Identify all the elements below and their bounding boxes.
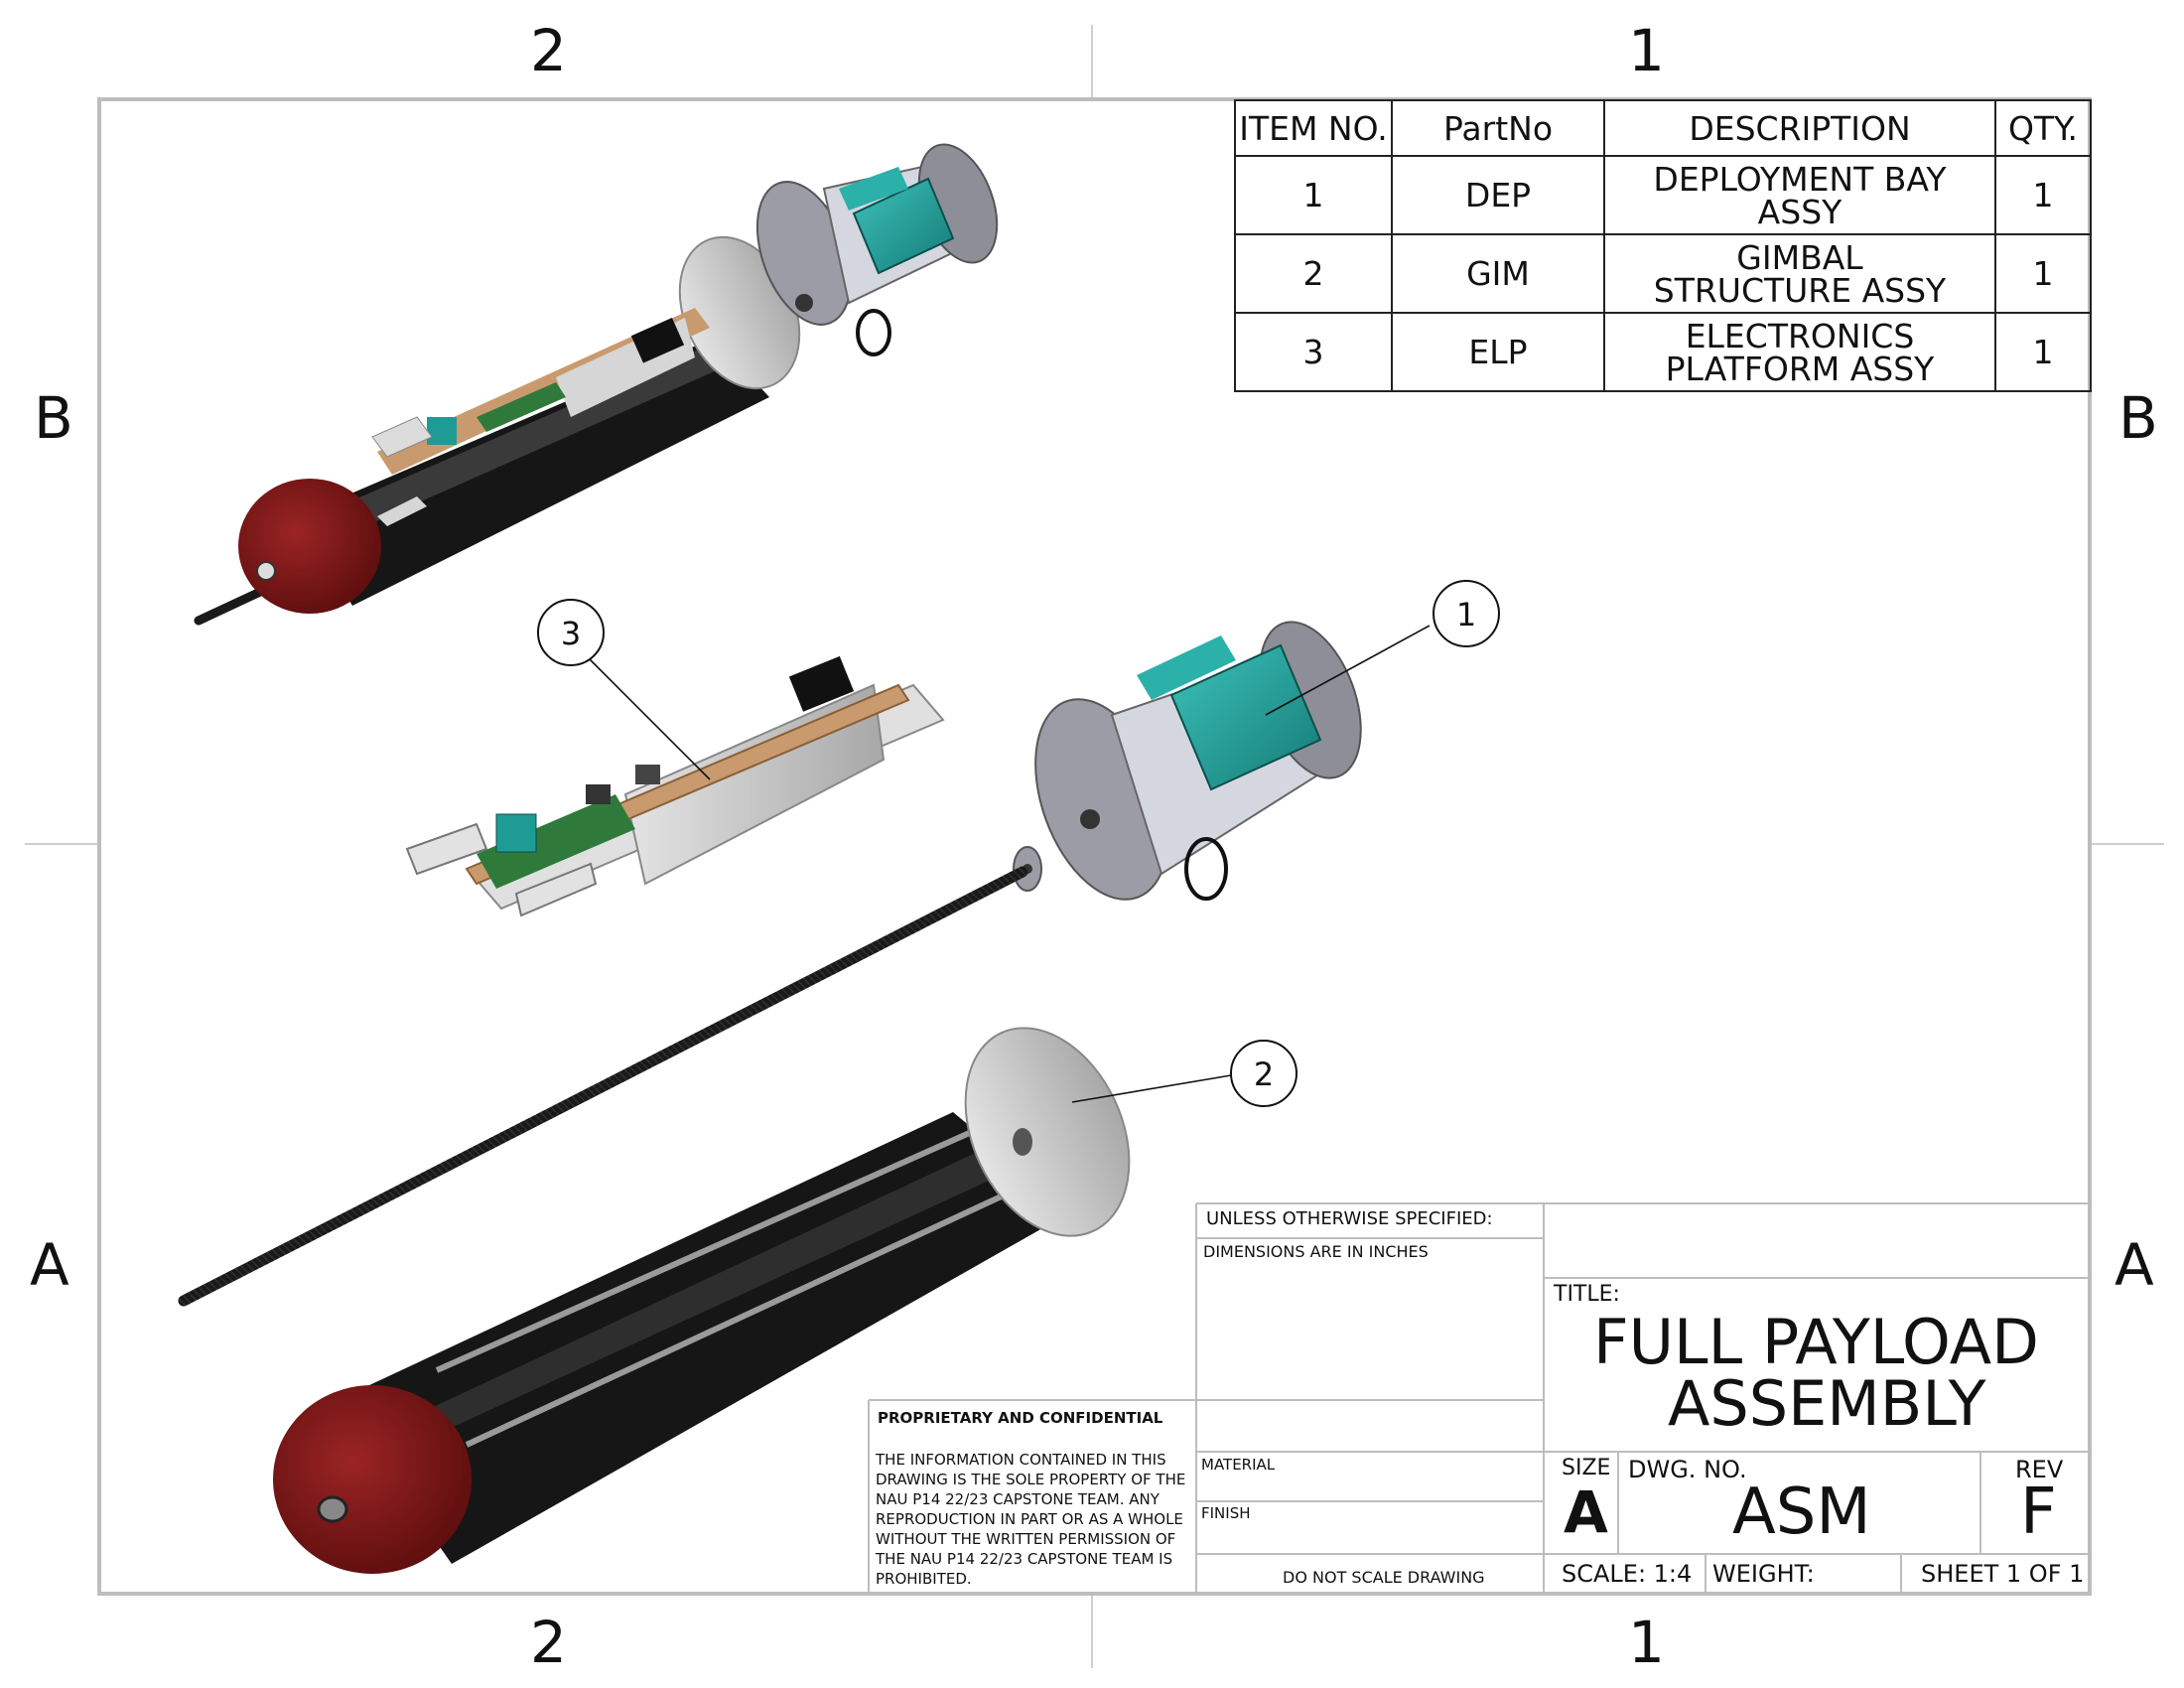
zone-label-left-b: B: [34, 384, 73, 452]
zone-label-bottom-2: 2: [530, 1609, 567, 1676]
do-not-scale-note: DO NOT SCALE DRAWING: [1283, 1568, 1485, 1587]
assembled-view: [194, 143, 999, 626]
balloon-3-circle: [537, 599, 605, 666]
zone-label-top-2: 2: [530, 17, 567, 84]
drawing-title-line2: ASSEMBLY: [1668, 1367, 1986, 1440]
bom-qty: 1: [1994, 155, 2092, 235]
title-label: TITLE:: [1554, 1282, 1620, 1307]
bom-row: 2 GIM GIMBAL STRUCTURE ASSY 1: [1234, 233, 2092, 314]
sheet-number: SHEET 1 OF 1: [1921, 1560, 2085, 1588]
bom-partno: ELP: [1391, 312, 1605, 392]
dimensions-note: DIMENSIONS ARE IN INCHES: [1203, 1242, 1429, 1261]
title-block-lines: [868, 1202, 2090, 1594]
zone-label-left-a: A: [30, 1231, 69, 1299]
zone-label-top-1: 1: [1628, 17, 1665, 84]
dwg-no-value: ASM: [1732, 1476, 1871, 1549]
balloon-3-leader: [585, 654, 711, 780]
material-label: MATERIAL: [1201, 1456, 1276, 1474]
bom-header-row: ITEM NO. PartNo DESCRIPTION QTY.: [1234, 99, 2092, 157]
zone-label-right-b: B: [2118, 384, 2158, 452]
bom-description: DEPLOYMENT BAY ASSY: [1603, 155, 1996, 235]
balloon-2-leader: [1071, 1074, 1232, 1103]
proprietary-heading: PROPRIETARY AND CONFIDENTIAL: [878, 1409, 1163, 1427]
bom-description: GIMBAL STRUCTURE ASSY: [1603, 233, 1996, 314]
bom-header-partno: PartNo: [1391, 99, 1605, 157]
bom-partno: GIM: [1391, 233, 1605, 314]
bom-description: ELECTRONICS PLATFORM ASSY: [1603, 312, 1996, 392]
balloon-1-label: 1: [1456, 596, 1476, 633]
balloon-3-label: 3: [561, 615, 581, 652]
size-label: SIZE: [1562, 1456, 1611, 1480]
rev-label: REV: [2015, 1456, 2064, 1483]
zone-label-right-a: A: [2115, 1231, 2154, 1299]
drawing-title-line1: FULL PAYLOAD: [1593, 1306, 2039, 1378]
border-frame: [97, 97, 2092, 1596]
bom-item-no: 1: [1234, 155, 1393, 235]
balloon-1-circle: [1433, 580, 1500, 647]
weight-label: WEIGHT:: [1712, 1560, 1815, 1588]
balloon-2-circle: [1230, 1040, 1297, 1107]
dwg-no-label: DWG. NO.: [1628, 1456, 1747, 1483]
bom-item-no: 2: [1234, 233, 1393, 314]
size-value: A: [1564, 1478, 1608, 1546]
bill-of-materials-table: ITEM NO. PartNo DESCRIPTION QTY. 1 DEP D…: [1234, 99, 2092, 392]
deployment-bay-part: [1013, 621, 1362, 901]
bom-item-no: 3: [1234, 312, 1393, 392]
bom-partno: DEP: [1391, 155, 1605, 235]
bom-header-qty: QTY.: [1994, 99, 2092, 157]
bom-header-description: DESCRIPTION: [1603, 99, 1996, 157]
bom-header-item-no: ITEM NO.: [1234, 99, 1393, 157]
zone-label-bottom-1: 1: [1628, 1609, 1665, 1676]
gimbal-structure-part: [178, 866, 1131, 1574]
electronics-platform-part: [405, 655, 945, 917]
rev-value: F: [2020, 1476, 2057, 1549]
finish-label: FINISH: [1201, 1504, 1251, 1522]
unless-specified-note: UNLESS OTHERWISE SPECIFIED:: [1206, 1208, 1493, 1229]
proprietary-notice: THE INFORMATION CONTAINED IN THIS DRAWIN…: [876, 1451, 1186, 1588]
scale-value: SCALE: 1:4: [1562, 1560, 1693, 1588]
bom-row: 1 DEP DEPLOYMENT BAY ASSY 1: [1234, 155, 2092, 235]
bom-qty: 1: [1994, 233, 2092, 314]
balloon-1-leader: [1265, 625, 1431, 716]
bom-qty: 1: [1994, 312, 2092, 392]
balloon-2-label: 2: [1254, 1055, 1274, 1093]
bom-row: 3 ELP ELECTRONICS PLATFORM ASSY 1: [1234, 312, 2092, 392]
